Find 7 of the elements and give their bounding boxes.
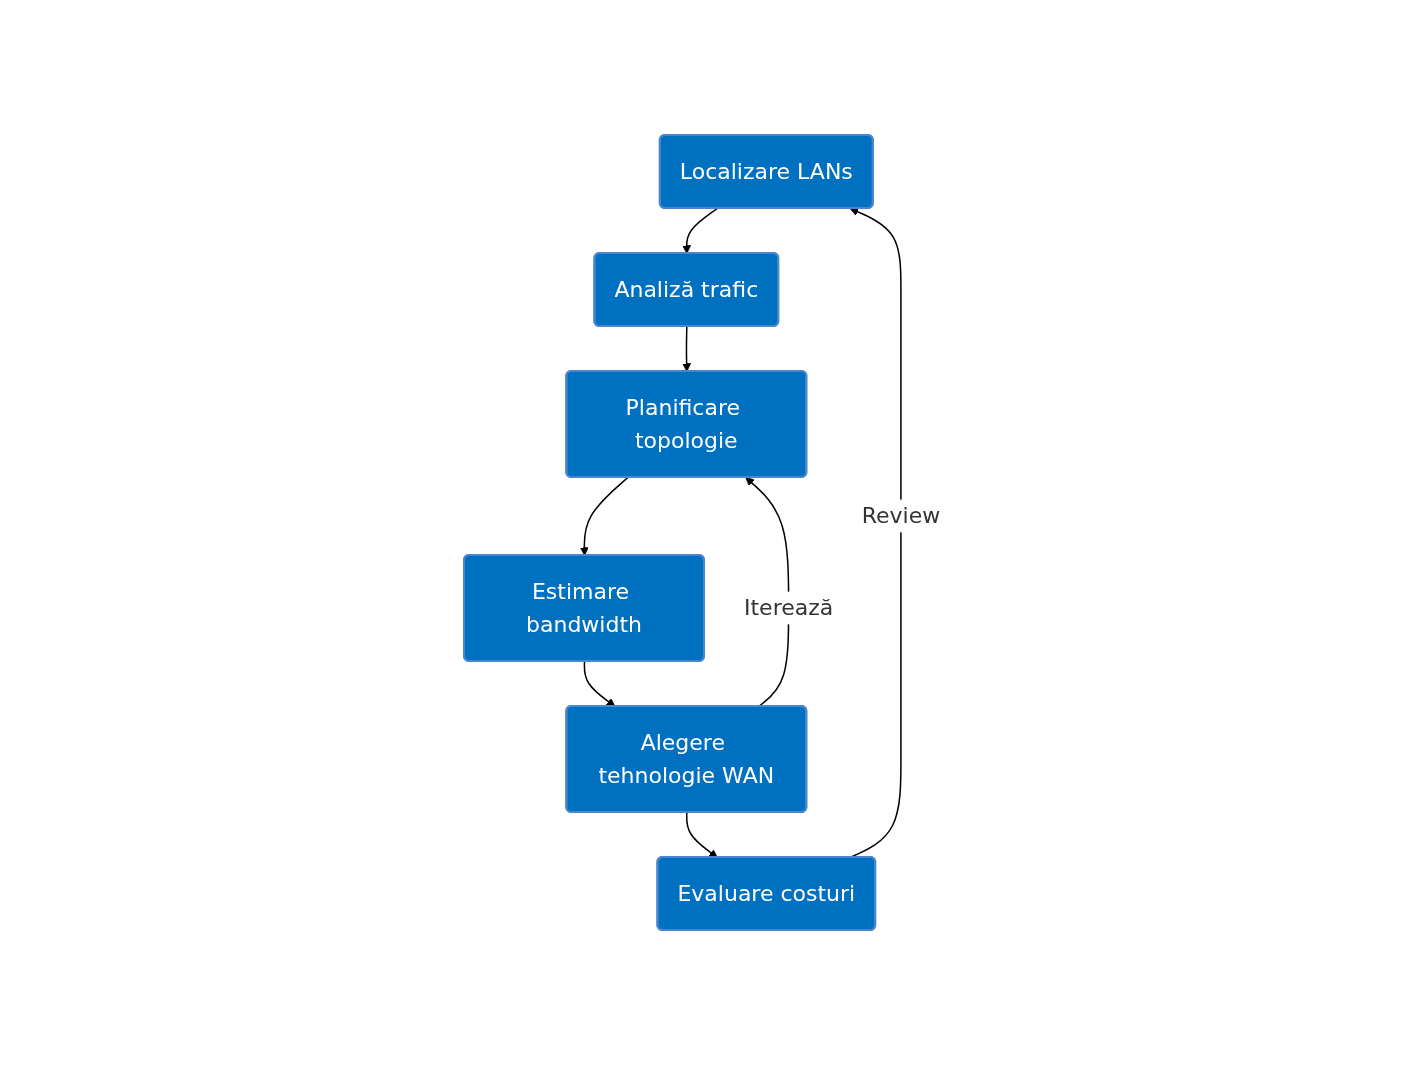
arrow [685, 811, 718, 858]
arrow [583, 660, 616, 707]
arrow [579, 476, 629, 556]
edge-label: Iterează [743, 595, 834, 621]
arrow [682, 325, 691, 372]
edge-label: Review [861, 503, 941, 529]
arrow [682, 207, 718, 254]
